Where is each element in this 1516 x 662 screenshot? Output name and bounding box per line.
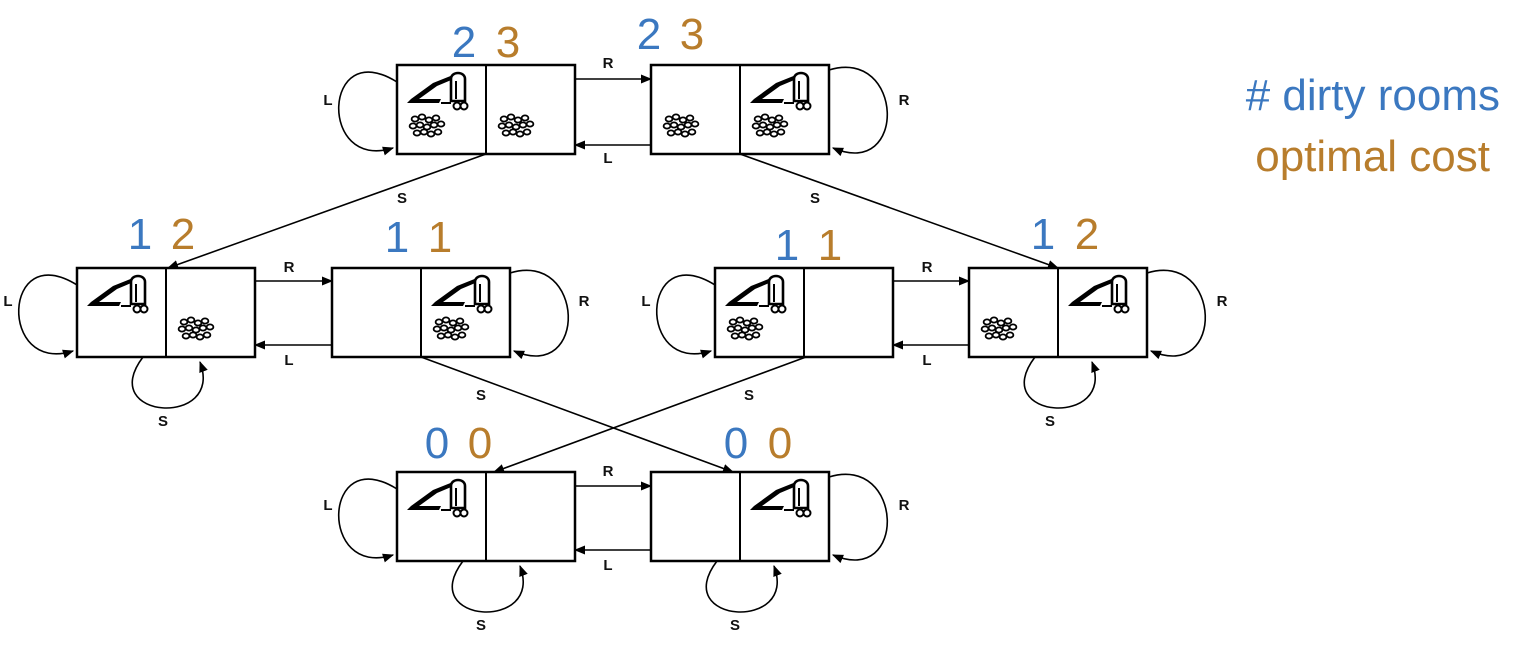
loop-s6-right (1146, 269, 1207, 360)
label-loop-s2-right: R (899, 92, 910, 109)
label-s4-s8-suck: S (476, 387, 486, 404)
edge-s5-s7-suck (492, 356, 807, 473)
room-left (725, 274, 787, 341)
s7-optimal-cost: 0 (468, 419, 492, 468)
loop-s3-suck (131, 356, 208, 409)
legend-dirty-rooms: # dirty rooms (1246, 71, 1500, 120)
s8-dirty-rooms: 0 (724, 419, 748, 468)
loop-s7-suck (451, 560, 528, 613)
state-box-s3 (75, 266, 257, 359)
label-s5-s7-suck: S (744, 387, 754, 404)
dirt-icon (497, 113, 535, 138)
s7-dirty-rooms: 0 (425, 419, 449, 468)
dirt-icon (980, 316, 1018, 341)
loop-s5-left (655, 274, 716, 359)
dirt-icon (408, 113, 446, 138)
state-box-s7 (395, 470, 577, 563)
s2-optimal-cost: 3 (680, 10, 704, 59)
state-box-s8 (649, 470, 831, 563)
vacuum-icon (407, 71, 469, 111)
s5-dirty-rooms: 1 (775, 221, 799, 270)
label-s1-s2-right: R (603, 55, 614, 72)
s4-optimal-cost: 1 (428, 213, 452, 262)
label-s4-s3-left: L (284, 352, 293, 369)
room-right (177, 316, 215, 341)
label-s2-s6-suck: S (810, 190, 820, 207)
vacuum-icon (750, 478, 812, 518)
label-s5-s6-right: R (922, 259, 933, 276)
label-loop-s5-left: L (641, 293, 650, 310)
vacuum-icon (725, 274, 787, 314)
s4-dirty-rooms: 1 (385, 213, 409, 262)
label-loop-s7-left: L (323, 497, 332, 514)
label-s3-s4-right: R (284, 259, 295, 276)
room-left (407, 71, 469, 138)
label-s6-s5-left: L (922, 352, 931, 369)
s8-optimal-cost: 0 (768, 419, 792, 468)
s2-dirty-rooms: 2 (637, 10, 661, 59)
vacuum-icon (87, 274, 149, 314)
loop-s3-left (17, 274, 78, 359)
room-left (407, 478, 469, 518)
vacuum-icon (1068, 274, 1130, 314)
edge-s2-s6-suck (739, 153, 1060, 269)
s1-optimal-cost: 3 (496, 18, 520, 67)
legend-optimal-cost: optimal cost (1255, 132, 1490, 181)
vacuum-icon (750, 71, 812, 111)
loop-s8-right (828, 473, 889, 564)
label-loop-s7-suck: S (476, 617, 486, 634)
label-loop-s8-suck: S (730, 617, 740, 634)
state-box-s1 (395, 63, 577, 156)
s3-optimal-cost: 2 (171, 210, 195, 259)
room-right (431, 274, 493, 341)
s3-dirty-rooms: 1 (128, 210, 152, 259)
vacuum-icon (431, 274, 493, 314)
room-left (980, 316, 1018, 341)
label-s2-s1-left: L (603, 150, 612, 167)
room-right (497, 113, 535, 138)
room-left (662, 113, 700, 138)
label-loop-s3-left: L (3, 293, 12, 310)
label-s1-s3-suck: S (397, 190, 407, 207)
dirt-icon (432, 316, 470, 341)
state-box-s2 (649, 63, 831, 156)
loop-s4-right (509, 269, 570, 360)
loop-s7-left (337, 478, 398, 563)
label-s7-s8-right: R (603, 463, 614, 480)
loop-s6-suck (1023, 356, 1100, 409)
room-left (87, 274, 149, 314)
loop-s8-suck (705, 560, 782, 613)
label-loop-s3-suck: S (158, 413, 168, 430)
dirt-icon (726, 316, 764, 341)
s5-optimal-cost: 1 (818, 221, 842, 270)
room-right (1068, 274, 1130, 314)
state-box-s4 (330, 266, 512, 359)
dirt-icon (662, 113, 700, 138)
edge-s4-s8-suck (420, 356, 735, 473)
vacuum-icon (407, 478, 469, 518)
label-loop-s8-right: R (899, 497, 910, 514)
dirt-icon (751, 113, 789, 138)
state-box-s6 (967, 266, 1149, 359)
label-loop-s6-right: R (1217, 293, 1228, 310)
label-loop-s1-left: L (323, 92, 332, 109)
loop-s2-right (828, 66, 889, 157)
dirt-icon (177, 316, 215, 341)
s1-dirty-rooms: 2 (452, 18, 476, 67)
label-s8-s7-left: L (603, 557, 612, 574)
s6-dirty-rooms: 1 (1031, 210, 1055, 259)
label-loop-s4-right: R (579, 293, 590, 310)
room-right (750, 71, 812, 138)
room-right (750, 478, 812, 518)
loop-s1-left (337, 71, 398, 156)
label-loop-s6-suck: S (1045, 413, 1055, 430)
edge-s1-s3-suck (166, 153, 487, 269)
state-box-s5 (713, 266, 895, 359)
s6-optimal-cost: 2 (1075, 210, 1099, 259)
